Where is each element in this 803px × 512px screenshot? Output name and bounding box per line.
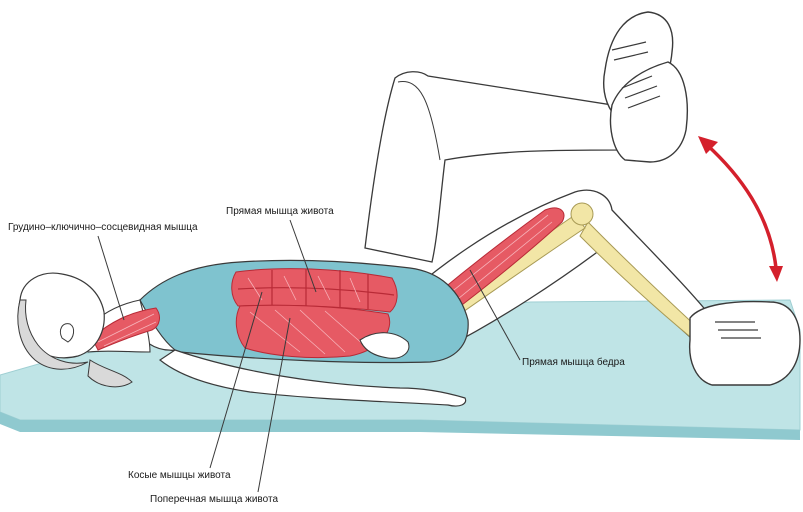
motion-arrow-icon — [704, 142, 778, 269]
arm — [158, 349, 467, 407]
ponytail — [87, 359, 133, 388]
sternocleidomastoid-muscle — [91, 307, 160, 351]
leader-obliques — [209, 291, 263, 469]
label-rectus-abdominis: Прямая мышца живота — [226, 206, 334, 217]
sneaker-bottom — [688, 300, 801, 386]
leader-sternocleidomastoid — [97, 235, 125, 321]
leader-transverse — [257, 317, 291, 493]
leader-rectus-femoris — [469, 269, 521, 361]
oblique-muscle — [235, 304, 391, 359]
hand-on-hip — [359, 332, 410, 359]
raised-leg-thigh — [364, 71, 619, 263]
rectus-abdominis-muscle — [231, 268, 398, 313]
label-transverse-abdominis: Поперечная мышца живота — [150, 494, 279, 505]
label-sternocleidomastoid: Грудино–ключично–сосцевидная мышца — [8, 222, 198, 233]
arrowhead-top-icon — [698, 136, 718, 154]
label-obliques: Косые мышцы живота — [128, 470, 231, 481]
raised-leg-calf — [397, 81, 441, 161]
label-rectus-femoris: Прямая мышца бедра — [522, 357, 625, 368]
ear — [59, 323, 75, 343]
leader-lines — [97, 219, 521, 493]
hair — [17, 299, 89, 370]
arrowhead-bottom-icon — [769, 266, 783, 282]
leader-rectus-abdominis — [289, 219, 317, 293]
mat-edge — [0, 412, 800, 440]
sneaker-top — [603, 11, 689, 163]
knee-joint — [570, 202, 594, 226]
